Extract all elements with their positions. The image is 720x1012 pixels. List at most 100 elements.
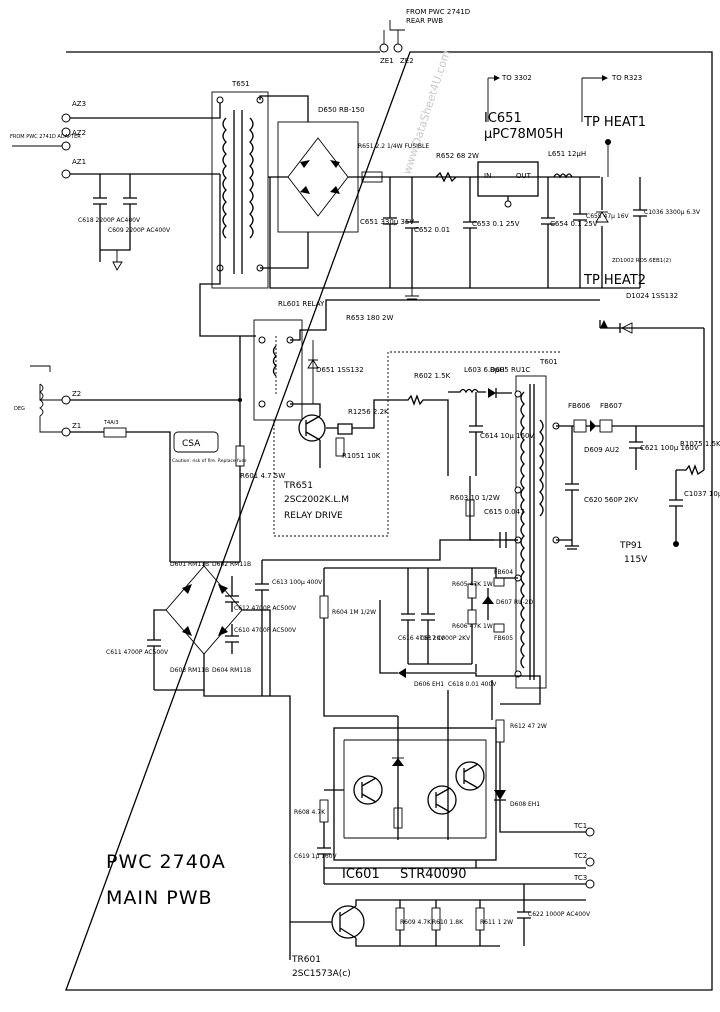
c610-label: C610 4700P AC500V bbox=[234, 627, 297, 634]
d607-label: D607 RU-2D bbox=[496, 599, 534, 606]
r651-label: R651 2.2 1/4W FUSIBLE bbox=[358, 143, 429, 150]
relay-drive-label: RELAY DRIVE bbox=[284, 511, 343, 521]
zd1002-label: ZD1002 RD5.6EB1(2) bbox=[612, 258, 671, 264]
r610-label: R610 1.8K bbox=[432, 919, 464, 926]
d608-label: D608 EH1 bbox=[510, 801, 540, 808]
d606-label: D606 EH1 bbox=[414, 681, 444, 688]
c614-label: C614 10μ 160V bbox=[480, 432, 534, 440]
fb605-label: FB605 bbox=[494, 635, 513, 642]
c653-label: C653 0.1 25V bbox=[472, 220, 520, 228]
primary-bridge: D601 RM11B D602 RM11B D603 RM11B D604 RM… bbox=[106, 539, 518, 960]
r608-label: R608 4.7K bbox=[294, 809, 326, 816]
r604-label: R604 1M 1/2W bbox=[332, 609, 376, 616]
ic651-part: μPC78M05H bbox=[484, 127, 563, 142]
tp-heat2-label: TP HEAT2 bbox=[583, 273, 646, 288]
top-rail: R651 2.2 1/4W FUSIBLE R652 68 2W C651 33… bbox=[358, 111, 701, 300]
t601-label: T601 bbox=[539, 358, 558, 366]
fuse-label: T4A/3 bbox=[103, 420, 119, 426]
c621-label: C621 100μ 160V bbox=[640, 444, 699, 452]
to-3302-label: TO 3302 bbox=[501, 74, 532, 82]
d650-label: D650 RB-150 bbox=[318, 106, 365, 114]
ic651-label: IC651 bbox=[484, 111, 522, 126]
fb607-label: FB607 bbox=[600, 402, 622, 410]
c615-label: C615 0.047 bbox=[484, 508, 525, 516]
reg-in-label: IN bbox=[484, 172, 491, 180]
fb606-label: FB606 bbox=[568, 402, 591, 410]
mains-input: Z2 Z1 DEG T4A/3 R601 4.7 5W bbox=[14, 336, 285, 562]
c616-label: C616 470P 2KV bbox=[398, 635, 445, 642]
r652-label: R652 68 2W bbox=[436, 152, 479, 160]
secondary-section: R602 1.5K L603 6.8μH D605 RU1C C614 10μ … bbox=[400, 358, 720, 689]
t651-label: T651 bbox=[231, 80, 250, 88]
tr601-block: TR601 2SC1573A(c) R609 4.7K R610 1.8K R6… bbox=[290, 884, 591, 979]
r611-label: R611 1 2W bbox=[480, 919, 513, 926]
tr601-part: 2SC1573A(c) bbox=[292, 969, 351, 979]
d609-label: D609 AU2 bbox=[584, 446, 619, 454]
tr601-label: TR601 bbox=[291, 955, 321, 965]
l603-label: L603 6.8μH bbox=[464, 366, 504, 374]
c611-label: C611 4700P AC500V bbox=[106, 649, 169, 656]
z1-label: Z1 bbox=[72, 422, 81, 430]
ic601-block: IC601 STR40090 R608 4.7K C619 1μ 160V bbox=[294, 716, 586, 885]
rl601-label: RL601 RELAY bbox=[278, 300, 325, 308]
d602-label: D602 RM11B bbox=[212, 561, 251, 568]
c620-label: C620 560P 2KV bbox=[584, 496, 638, 504]
csa-note: Caution: risk of fire. Replace fuse bbox=[172, 458, 247, 464]
d604-label: D604 RM11B bbox=[212, 667, 251, 674]
v115-label: 115V bbox=[624, 555, 648, 565]
c612-label: C612 4700P AC500V bbox=[234, 605, 297, 612]
z2-label: Z2 bbox=[72, 390, 81, 398]
tp-heat1-label: TP HEAT1 bbox=[583, 115, 646, 130]
c618b-label: C618 0.01 400V bbox=[448, 681, 497, 688]
tr651-label: TR651 bbox=[283, 481, 313, 491]
c618-label: C618 2200P AC400V bbox=[78, 217, 141, 224]
board-model-label: PWC 2740A bbox=[106, 851, 226, 873]
board-name-label: MAIN PWB bbox=[106, 887, 213, 909]
bridge-d650: D650 RB-150 bbox=[259, 95, 640, 289]
c652-label: C652 0.01 bbox=[414, 226, 450, 234]
d605-label: D605 RU1C bbox=[490, 366, 530, 374]
tc2-label: TC2 bbox=[573, 852, 587, 860]
off-board-arrows: TO 3302 TO R323 bbox=[487, 74, 642, 122]
r612-label: R612 47 2W bbox=[510, 723, 547, 730]
c619-label: C619 1μ 160V bbox=[294, 853, 338, 860]
r1075-label: R1075 1.5K bbox=[680, 440, 720, 448]
r601-label: R601 4.7 5W bbox=[240, 472, 285, 480]
d603-label: D603 RM11B bbox=[170, 667, 209, 674]
ze2-label: ZE2 bbox=[400, 57, 414, 65]
c655-label: C655 47μ 16V bbox=[586, 213, 630, 220]
reg-out-label: OUT bbox=[516, 172, 532, 180]
tp91-label: TP91 bbox=[619, 541, 642, 551]
r605-label: R605 47K 1W bbox=[452, 581, 493, 588]
board-outline bbox=[65, 51, 713, 991]
rear-pwb-label: REAR PWB bbox=[406, 17, 443, 25]
r602-label: R602 1.5K bbox=[414, 372, 451, 380]
l651-label: L651 12μH bbox=[548, 150, 586, 158]
rear-pwb-connector: FROM PWC 2741D REAR PWB ZE1 ZE2 bbox=[379, 8, 470, 65]
from-pwc-label: FROM PWC 2741D bbox=[406, 8, 470, 16]
c1037-label: C1037 10μ 16V bbox=[684, 490, 720, 498]
primary-snubber: R604 1M 1/2W C616 470P 2KV C617 1000P 2K… bbox=[319, 567, 586, 833]
adapter-input: AZ3 AZ2 AZ1 FROM PWC 2741D ADAPTER C618 … bbox=[10, 100, 221, 271]
az3-label: AZ3 bbox=[72, 100, 86, 108]
ic601-part: STR40090 bbox=[400, 867, 467, 882]
az2-label: AZ2 bbox=[72, 129, 86, 137]
csa-logo: CSA bbox=[182, 439, 201, 449]
tc-terminals: TC1 TC2 TC3 bbox=[573, 822, 595, 889]
d601-label: D601 RM11B bbox=[170, 561, 209, 568]
ic601-label: IC601 bbox=[342, 867, 380, 882]
c613-label: C613 100μ 400V bbox=[272, 579, 323, 586]
c1036-label: C1036 3300μ 6.3V bbox=[644, 209, 701, 216]
tr651-part: 2SC2002K.L.M bbox=[284, 495, 349, 505]
c651-label: C651 330μ 35V bbox=[360, 218, 414, 226]
csa-mark: CSA Caution: risk of fire. Replace fuse bbox=[172, 431, 247, 464]
az1-label: AZ1 bbox=[72, 158, 86, 166]
tc3-label: TC3 bbox=[573, 874, 587, 882]
tc1-label: TC1 bbox=[573, 822, 587, 830]
r609-label: R609 4.7K bbox=[400, 919, 432, 926]
fb604-label: FB604 bbox=[494, 569, 513, 576]
r1256-label: R1256 2.2K bbox=[348, 408, 389, 416]
board-title: PWC 2740A MAIN PWB bbox=[106, 851, 226, 909]
adapter-from-note: FROM PWC 2741D ADAPTER bbox=[10, 134, 81, 140]
